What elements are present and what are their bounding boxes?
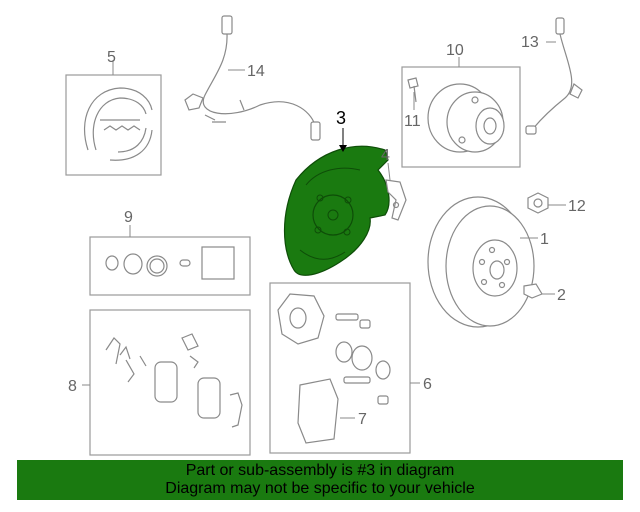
callout-label-8[interactable]: 8	[68, 378, 77, 395]
part-12-nut[interactable]	[527, 192, 566, 214]
part-3-backing-plate[interactable]	[283, 128, 390, 276]
callout-label-1[interactable]: 1	[540, 231, 549, 248]
callout-label-4[interactable]: 4	[381, 147, 390, 164]
notice-line-2: Diagram may not be specific to your vehi…	[165, 480, 475, 497]
callout-label-14[interactable]: 14	[247, 63, 265, 80]
callout-label-12[interactable]: 12	[568, 198, 586, 215]
part-2-bolt[interactable]	[523, 283, 555, 299]
part-6-caliper-box[interactable]	[269, 282, 420, 454]
callout-label-7[interactable]: 7	[358, 411, 367, 428]
notice-line-1: Part or sub-assembly is #3 in diagram	[185, 462, 455, 479]
callout-label-11[interactable]: 11	[404, 113, 421, 130]
notice-banner: Part or sub-assembly is #3 in diagram Di…	[17, 460, 623, 500]
callout-label-3[interactable]: 3	[336, 108, 346, 128]
part-9-kit-box[interactable]	[89, 225, 251, 296]
callout-label-10[interactable]: 10	[446, 42, 464, 59]
callout-label-2[interactable]: 2	[557, 287, 566, 304]
callout-label-13[interactable]: 13	[521, 34, 539, 51]
part-8-pads-box[interactable]	[82, 309, 251, 456]
callout-label-6[interactable]: 6	[423, 376, 432, 393]
part-5-brake-shoe-box[interactable]	[65, 60, 162, 176]
callout-label-5[interactable]: 5	[107, 49, 116, 66]
part-10-hub-box[interactable]	[401, 57, 521, 168]
part-1-rotor[interactable]	[427, 196, 538, 328]
part-4-bracket[interactable]	[385, 162, 407, 221]
callout-label-9[interactable]: 9	[124, 209, 133, 226]
part-14-sensor-wire[interactable]	[184, 15, 321, 141]
parts-diagram: 1 5 14 3 4 10 13 11 12 1 2 9 8 6 7	[65, 15, 586, 456]
part-13-sensor[interactable]	[525, 17, 583, 135]
